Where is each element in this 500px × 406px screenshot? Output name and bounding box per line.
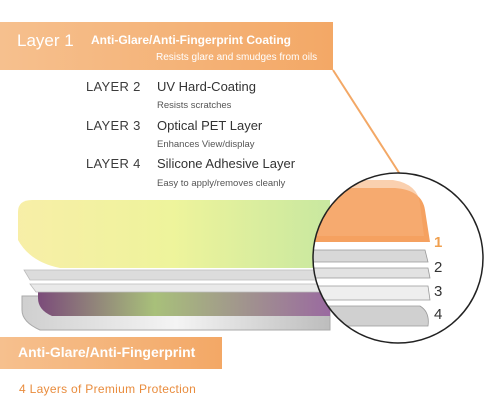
leader-line — [332, 69, 406, 183]
layer3-title: Optical PET Layer — [157, 118, 263, 133]
layer2-name: LAYER 2 — [86, 79, 141, 94]
silicone-layer — [29, 283, 331, 293]
bottom-subtitle: 4 Layers of Premium Protection — [19, 382, 197, 396]
layer4-title: Silicone Adhesive Layer — [157, 156, 296, 171]
layer3-name: LAYER 3 — [86, 118, 141, 133]
layer-number-2: 2 — [434, 259, 443, 276]
layer-number-3: 3 — [434, 283, 443, 300]
pet-layer — [23, 269, 331, 281]
bottom-title: Anti-Glare/Anti-Fingerprint — [18, 344, 196, 360]
layer1-label: Layer 1 — [17, 31, 74, 50]
coating-layer — [18, 200, 330, 268]
layer1-title: Anti-Glare/Anti-Fingerprint Coating — [91, 33, 291, 47]
layer-number-1: 1 — [434, 234, 443, 251]
layer1-banner — [0, 22, 333, 70]
layer2-title: UV Hard-Coating — [157, 79, 256, 94]
zoom-circle — [312, 172, 484, 344]
layer-number-4: 4 — [434, 306, 443, 323]
phone-screen — [38, 290, 330, 316]
bottom-banner — [0, 337, 222, 369]
layer4-description: Easy to apply/removes cleanly — [157, 178, 286, 189]
layer2-description: Resists scratches — [157, 100, 232, 111]
layer1-description: Resists glare and smudges from oils — [156, 52, 318, 63]
layer3-description: Enhances View/display — [157, 139, 255, 150]
layer4-name: LAYER 4 — [86, 156, 141, 171]
